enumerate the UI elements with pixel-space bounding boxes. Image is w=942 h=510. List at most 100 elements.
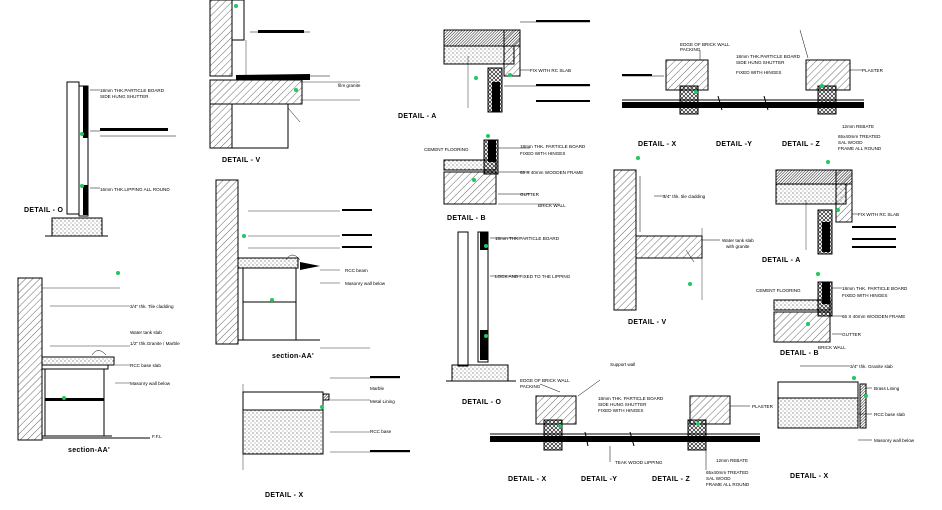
label-wooden-frame-c: 65 X 40mm WOODEN FRAME (520, 170, 583, 175)
marker (852, 376, 856, 380)
marker (294, 88, 298, 92)
label-tile-cladding: 3/4" thk. Tile cladding (130, 304, 174, 309)
label-masonry-wall-below: Masonry wall below (130, 381, 171, 386)
detail-xyz-bottom (490, 379, 760, 470)
label-granite-r: 3/4" thk. Granite slab (850, 364, 893, 369)
label-film-granite: film granite (338, 83, 361, 88)
caption-detail-o-left: DETAIL - O (24, 207, 64, 214)
caption-detail-v-right: DETAIL - V (628, 319, 667, 326)
label-plaster-top: PLASTER (862, 68, 884, 73)
label-water-tank-slab: Water tank slab (130, 330, 162, 335)
section-aa-mid (215, 179, 372, 349)
marker (636, 156, 640, 160)
label-teak-wood: TEAK WOOD LIPPING (615, 460, 663, 465)
label-rebate: 12mm REBATE (716, 458, 748, 463)
label-rcc-base: RCC base (370, 429, 392, 434)
label-water-tank-v-2: with granite (726, 244, 750, 249)
marker (696, 422, 700, 426)
label-lock-fixed-o: LOCK AND FIXED TO THE LIPPING (495, 274, 571, 279)
label-particle-shutter-2: SIDE HUNG SHUTTER (598, 402, 647, 407)
label-marble: Marble (370, 386, 384, 391)
caption-detail-a-center: DETAIL - A (398, 113, 437, 120)
marker (320, 405, 324, 409)
marker (484, 334, 488, 338)
caption-detail-z-top: DETAIL - Z (782, 141, 821, 148)
detail-o-left (45, 81, 176, 237)
caption-detail-x-bottom: DETAIL - X (508, 476, 547, 483)
marker (836, 208, 840, 212)
label-rcc-beam: RCC beam (345, 268, 368, 273)
label-edge-wall-top: EDGE OF BRICK WALL (680, 42, 730, 47)
detail-xyz-top (622, 29, 864, 115)
label-brick-r: BRICK WALL (818, 345, 846, 350)
marker (826, 160, 830, 164)
marker (820, 84, 824, 88)
label-fix-rc-slab-r: FIX WITH RC SLAB (858, 212, 899, 217)
label-metal-lining: Metal Lining (370, 399, 395, 404)
marker (270, 298, 274, 302)
label-edge-wall-top-2: PACKING (680, 47, 701, 52)
detail-b-center (443, 139, 560, 205)
detail-v-top (209, 0, 360, 149)
marker (688, 282, 692, 286)
label-frame-top-2: SAL WOOD (838, 140, 863, 145)
label-granite-marble: 1/2" thk.Granite / Marble (130, 341, 180, 346)
label-edge-brick-2: PACKING (520, 384, 541, 389)
detail-a-center (443, 20, 590, 113)
caption-detail-b-center: DETAIL - B (447, 215, 486, 222)
label-rebate-top: 12mm REBATE (842, 124, 874, 129)
marker (234, 4, 238, 8)
caption-detail-o-center: DETAIL - O (462, 399, 502, 406)
marker (558, 424, 562, 428)
caption-detail-b-right: DETAIL - B (780, 350, 819, 357)
marker (474, 76, 478, 80)
marker (816, 272, 820, 276)
caption-detail-a-right: DETAIL - A (762, 257, 801, 264)
label-frame-treated: 65x40mm TREATED (706, 470, 749, 475)
marker (806, 322, 810, 326)
label-cement-flooring-r: CEMENT FLOORING (756, 288, 801, 293)
detail-a-right (775, 169, 896, 255)
label-water-tank-v: Water tank slab (722, 238, 754, 243)
caption-detail-x-top: DETAIL - X (638, 141, 677, 148)
label-particle-shutter: 18mm THK. PARTICLE BOARD (598, 396, 664, 401)
marker (486, 134, 490, 138)
label-particle-r: 18mm THK. PARTICLE BOARD (842, 286, 908, 291)
label-particle-board-left: 18mm THK.PARTICLE BOARD (100, 88, 165, 93)
label-cement-flooring-c: CEMENT FLOORING (424, 147, 469, 152)
label-frame-treated-3: FRAME ALL ROUND (706, 482, 750, 487)
marker (484, 244, 488, 248)
label-frame-treated-2: SAL WOOD (706, 476, 731, 481)
detail-x-right (777, 365, 872, 441)
caption-detail-z-bottom: DETAIL - Z (652, 476, 691, 483)
label-rcc-base-r: RCC base slab (874, 412, 905, 417)
label-masonry-r: Masonry wall below (874, 438, 915, 443)
label-particle-top: 18mm THK.PARTICLE BOARD (736, 54, 801, 59)
label-fixed-hinges: FIXED WITH HINGES (598, 408, 643, 413)
detail-v-right (613, 169, 720, 311)
section-aa-left (17, 277, 150, 441)
label-frame-top-3: FRAME ALL ROUND (838, 146, 882, 151)
caption-detail-x-right: DETAIL - X (790, 473, 829, 480)
label-particle-top-2: SIDE HUNG SHUTTER (736, 60, 785, 65)
label-ffl: F.F.L (152, 434, 162, 439)
detail-o-center (446, 231, 520, 382)
label-rcc-base-slab: RCC base slab (130, 363, 161, 368)
caption-section-aa-left: section-AA' (68, 447, 110, 454)
marker (508, 73, 512, 77)
label-particle-board-o: 18mm THK.PARTICLE BOARD (495, 236, 560, 241)
detail-b-right (773, 281, 842, 343)
label-plaster: PLASTER (752, 404, 774, 409)
label-fixed-hinges-c: FIXED WITH HINGES (520, 151, 565, 156)
marker (472, 178, 476, 182)
marker (242, 234, 246, 238)
label-hinges-r: FIXED WITH HINGES (842, 293, 887, 298)
label-edge-brick: EDGE OF BRICK WALL (520, 378, 570, 383)
label-support-wall: Support wall (610, 362, 635, 367)
label-frame-top: 65x40mm TREATED (838, 134, 881, 139)
label-brick-wall-c: BRICK WALL (538, 203, 566, 208)
detail-x-mid (242, 376, 410, 470)
label-masonry-wall: Masonry wall below (345, 281, 386, 286)
marker (694, 90, 698, 94)
